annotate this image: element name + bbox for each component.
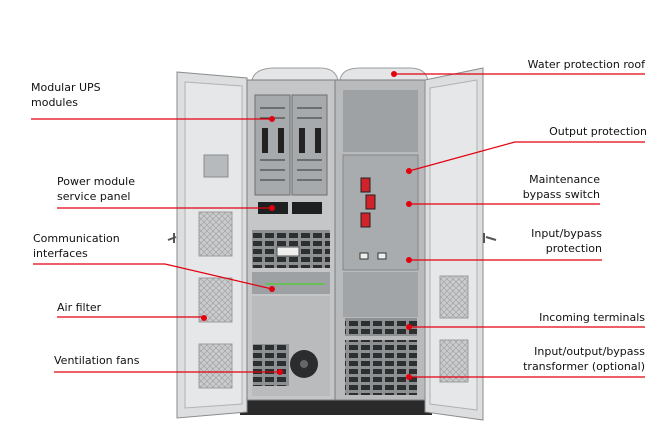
ventilation-fans (253, 344, 289, 386)
incoming-terminals (345, 318, 417, 336)
label-modular-ups-modules: Modular UPS modules (31, 80, 101, 110)
left-door (167, 71, 248, 419)
left-cabinet (246, 79, 336, 401)
transformer (345, 340, 417, 395)
callout-dots (201, 71, 412, 380)
label-maintenance-bypass-switch: Maintenance bypass switch (523, 172, 600, 202)
label-water-protection-roof: Water protection roof (528, 57, 645, 72)
water-protection-roof (251, 67, 429, 81)
label-line: Water protection roof (527, 58, 645, 71)
callout-communication (33, 263, 273, 290)
label-line: bypass switch (522, 188, 600, 201)
label-line: Input/bypass (531, 227, 602, 240)
label-input-bypass-protection: Input/bypass protection (531, 226, 602, 256)
label-line: Maintenance (529, 173, 600, 186)
maintenance-bypass-switch (360, 177, 371, 193)
label-transformer-optional: Input/output/bypass transformer (optiona… (523, 344, 645, 374)
label-line: Ventilation fans (54, 354, 140, 367)
label-line: Communication (33, 232, 120, 245)
label-line: Air filter (57, 301, 102, 314)
label-line: transformer (optional) (523, 360, 645, 373)
label-line: Output protection (549, 125, 647, 138)
right-door (424, 67, 497, 421)
label-line: Input/output/bypass (534, 345, 645, 358)
label-air-filter: Air filter (57, 300, 101, 315)
callout-lines (31, 73, 645, 378)
output-protection-panel (342, 154, 419, 271)
label-line: Modular UPS (31, 81, 101, 94)
label-line: interfaces (33, 247, 88, 260)
label-line: protection (545, 242, 602, 255)
label-line: modules (31, 96, 78, 109)
label-communication-interfaces: Communication interfaces (33, 231, 120, 261)
right-cabinet (334, 79, 426, 401)
label-ventilation-fans: Ventilation fans (54, 353, 139, 368)
label-power-module-service-panel: Power module service panel (57, 174, 135, 204)
label-line: service panel (57, 190, 131, 203)
label-incoming-terminals: Incoming terminals (539, 310, 645, 325)
label-line: Incoming terminals (539, 311, 645, 324)
label-output-protection: Output protection (549, 124, 647, 139)
cabinet-base (240, 398, 432, 415)
callout-output-protection (408, 141, 645, 172)
air-filter (198, 211, 233, 257)
label-line: Power module (57, 175, 135, 188)
